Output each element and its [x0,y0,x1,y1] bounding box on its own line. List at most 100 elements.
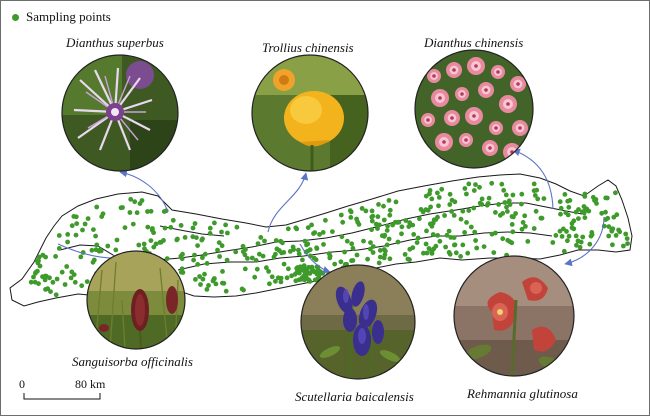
sampling-point [427,191,432,197]
pink-flower-eye [516,82,520,86]
sampling-point [474,245,480,251]
sampling-point [414,240,420,246]
sampling-point [354,216,359,222]
arrow-dianthus-superbus [119,169,169,213]
sampling-point [613,233,619,238]
sampling-point [421,250,426,256]
sampling-point [178,253,184,259]
sampling-point [509,240,515,246]
sampling-point [93,233,98,239]
sampling-point [161,238,166,243]
sampling-point [271,254,277,260]
sampling-point [74,221,80,227]
sampling-point [519,226,525,232]
sampling-point [477,184,482,190]
sampling-point [377,248,383,253]
sampling-point [580,234,586,240]
sampling-point [219,243,225,249]
sampling-point [418,207,424,212]
sampling-point [511,214,516,220]
sampling-point [466,208,472,214]
sampling-point [430,232,436,237]
sampling-point [565,238,570,244]
sampling-point [387,212,393,218]
sampling-point [576,216,581,222]
sampling-point [473,238,478,243]
sampling-point [191,257,197,263]
label-dianthus-chinensis: Dianthus chinensis [424,35,524,50]
sampling-point [428,204,433,210]
sampling-point [190,225,196,231]
sampling-point [300,257,305,263]
sampling-point [510,192,516,198]
sampling-point [157,240,163,245]
sampling-point [145,209,150,214]
scale-end-label: 80 km [75,377,106,391]
sampling-point [122,225,128,231]
arrow-dianthus-chinensis [512,148,554,210]
sampling-point [73,232,79,238]
sampling-point [68,275,74,281]
sampling-point [464,220,469,225]
sampling-point [80,227,85,233]
sampling-point [349,241,355,247]
sampling-point [581,210,587,216]
sampling-point [91,227,96,233]
sampling-point [395,220,400,225]
sampling-point [142,246,147,252]
sampling-point [50,279,56,285]
photo-scutellaria-baicalensis [300,264,416,380]
sampling-point [320,230,326,235]
sampling-point [204,261,210,266]
sampling-point [224,257,230,263]
sampling-point [557,228,563,234]
sampling-point [354,252,360,258]
legend: Sampling points [12,9,111,25]
sampling-point [32,279,38,285]
sampling-point [614,212,620,218]
sampling-point [433,243,439,249]
sampling-point [207,225,213,231]
sampling-point [507,202,513,208]
sampling-point [202,251,208,257]
sampling-point [446,228,452,234]
sampling-point [72,279,78,285]
sampling-point [59,269,65,275]
sampling-point [284,275,290,281]
sampling-point [297,270,302,276]
sampling-point [54,276,60,282]
sampling-point [369,227,374,233]
sampling-point [170,217,176,223]
sampling-point [356,222,362,227]
sampling-point [34,258,40,264]
sampling-point [462,186,468,191]
sampling-point [587,241,593,247]
sampling-point [410,245,416,251]
sampling-point [314,246,320,252]
sampling-point [393,199,399,205]
sampling-point [561,248,567,254]
pink-flower-eye [518,126,522,130]
sampling-point [242,252,248,258]
sampling-point [96,248,102,254]
sampling-point [501,187,507,193]
sampling-point [451,213,457,218]
sampling-point [525,239,531,244]
sampling-point [505,209,510,214]
sampling-point [253,258,259,263]
sampling-point [278,279,284,285]
sampling-point [204,287,210,292]
sampling-point [452,242,458,248]
sampling-point [174,237,180,243]
sampling-point [178,223,184,228]
sampling-point [309,268,315,274]
sampling-point [460,242,466,248]
sampling-point [381,255,387,261]
sampling-point [285,226,291,232]
sampling-point [255,241,261,247]
sampling-point [473,182,478,188]
sampling-point [347,208,353,214]
sampling-point [458,216,464,222]
sampling-point [429,196,435,202]
